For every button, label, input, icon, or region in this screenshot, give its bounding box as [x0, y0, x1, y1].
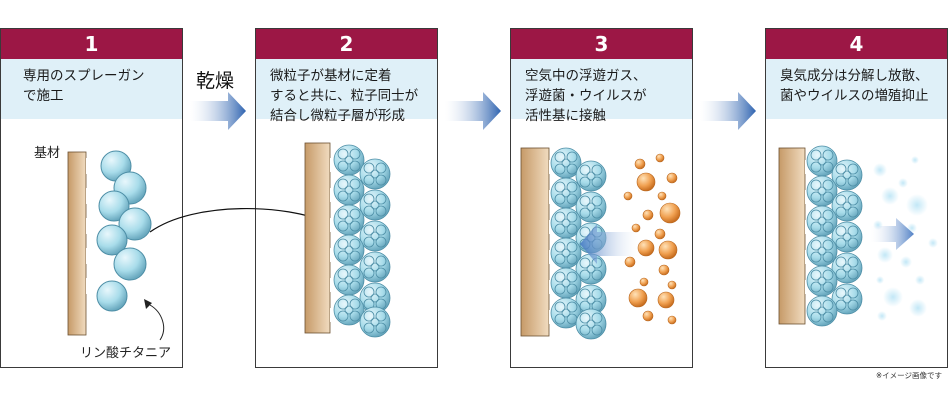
- step-2-line-1: 微粒子が基材に定着: [270, 68, 392, 84]
- step-3-line-2: 浮遊菌・ウイルスが: [525, 88, 647, 104]
- step-panel-2: 2 微粒子が基材に定着 すると共に、粒子同士が 結合し微粒子層が形成: [255, 28, 438, 368]
- step-number-2: 2: [256, 29, 437, 59]
- panel-2-substrate: [304, 142, 337, 334]
- panel-3-airborne-particles: [623, 153, 681, 325]
- step-2-line-2: すると共に、粒子同士が: [270, 88, 419, 104]
- step-number-3: 3: [511, 29, 692, 59]
- panel-2-particle-layer: [333, 144, 391, 338]
- step-4-line-1: 臭気成分は分解し放散、: [780, 68, 929, 84]
- panel-4-release-arrow: [870, 218, 914, 250]
- step-2-line-3: 結合し微粒子層が形成: [270, 108, 405, 124]
- transition-arrow-1-2: [190, 92, 246, 130]
- panel-3-substrate: [520, 147, 556, 337]
- panel-4-substrate: [778, 147, 812, 325]
- transition-label: 乾燥: [196, 70, 235, 92]
- step-description-4: 臭気成分は分解し放散、 菌やウイルスの増殖抑止: [766, 59, 947, 119]
- step-1-line-2: で施工: [23, 88, 64, 104]
- panel-4-particle-layer: [806, 145, 863, 327]
- step-number-4: 4: [766, 29, 947, 59]
- step-description-2: 微粒子が基材に定着 すると共に、粒子同士が 結合し微粒子層が形成: [256, 59, 437, 124]
- transition-arrow-3-4: [700, 92, 756, 130]
- connector-curve: [149, 208, 325, 233]
- material-label: リン酸チタニア: [80, 346, 172, 361]
- footnote: ※イメージ画像です: [875, 371, 942, 380]
- step-3-line-1: 空気中の浮遊ガス、: [525, 68, 647, 84]
- panel-3-contact-arrow: [580, 224, 640, 264]
- step-3-line-3: 活性基に接触: [525, 108, 606, 124]
- step-4-line-2: 菌やウイルスの増殖抑止: [780, 88, 929, 104]
- label-pointer: [149, 304, 165, 341]
- step-1-line-1: 専用のスプレーガン: [23, 68, 145, 84]
- panel-4-dispersed-mist: [873, 156, 938, 321]
- transition-arrow-2-3: [445, 92, 501, 130]
- step-number-1: 1: [1, 29, 182, 59]
- step-description-1: 専用のスプレーガン で施工: [1, 59, 182, 119]
- step-description-3: 空気中の浮遊ガス、 浮遊菌・ウイルスが 活性基に接触: [511, 59, 692, 124]
- panel-1-substrate: [67, 151, 94, 336]
- substrate-label: 基材: [34, 146, 61, 161]
- step-panel-1: 1 専用のスプレーガン で施工: [0, 28, 183, 368]
- panel-1-particles: [96, 150, 152, 312]
